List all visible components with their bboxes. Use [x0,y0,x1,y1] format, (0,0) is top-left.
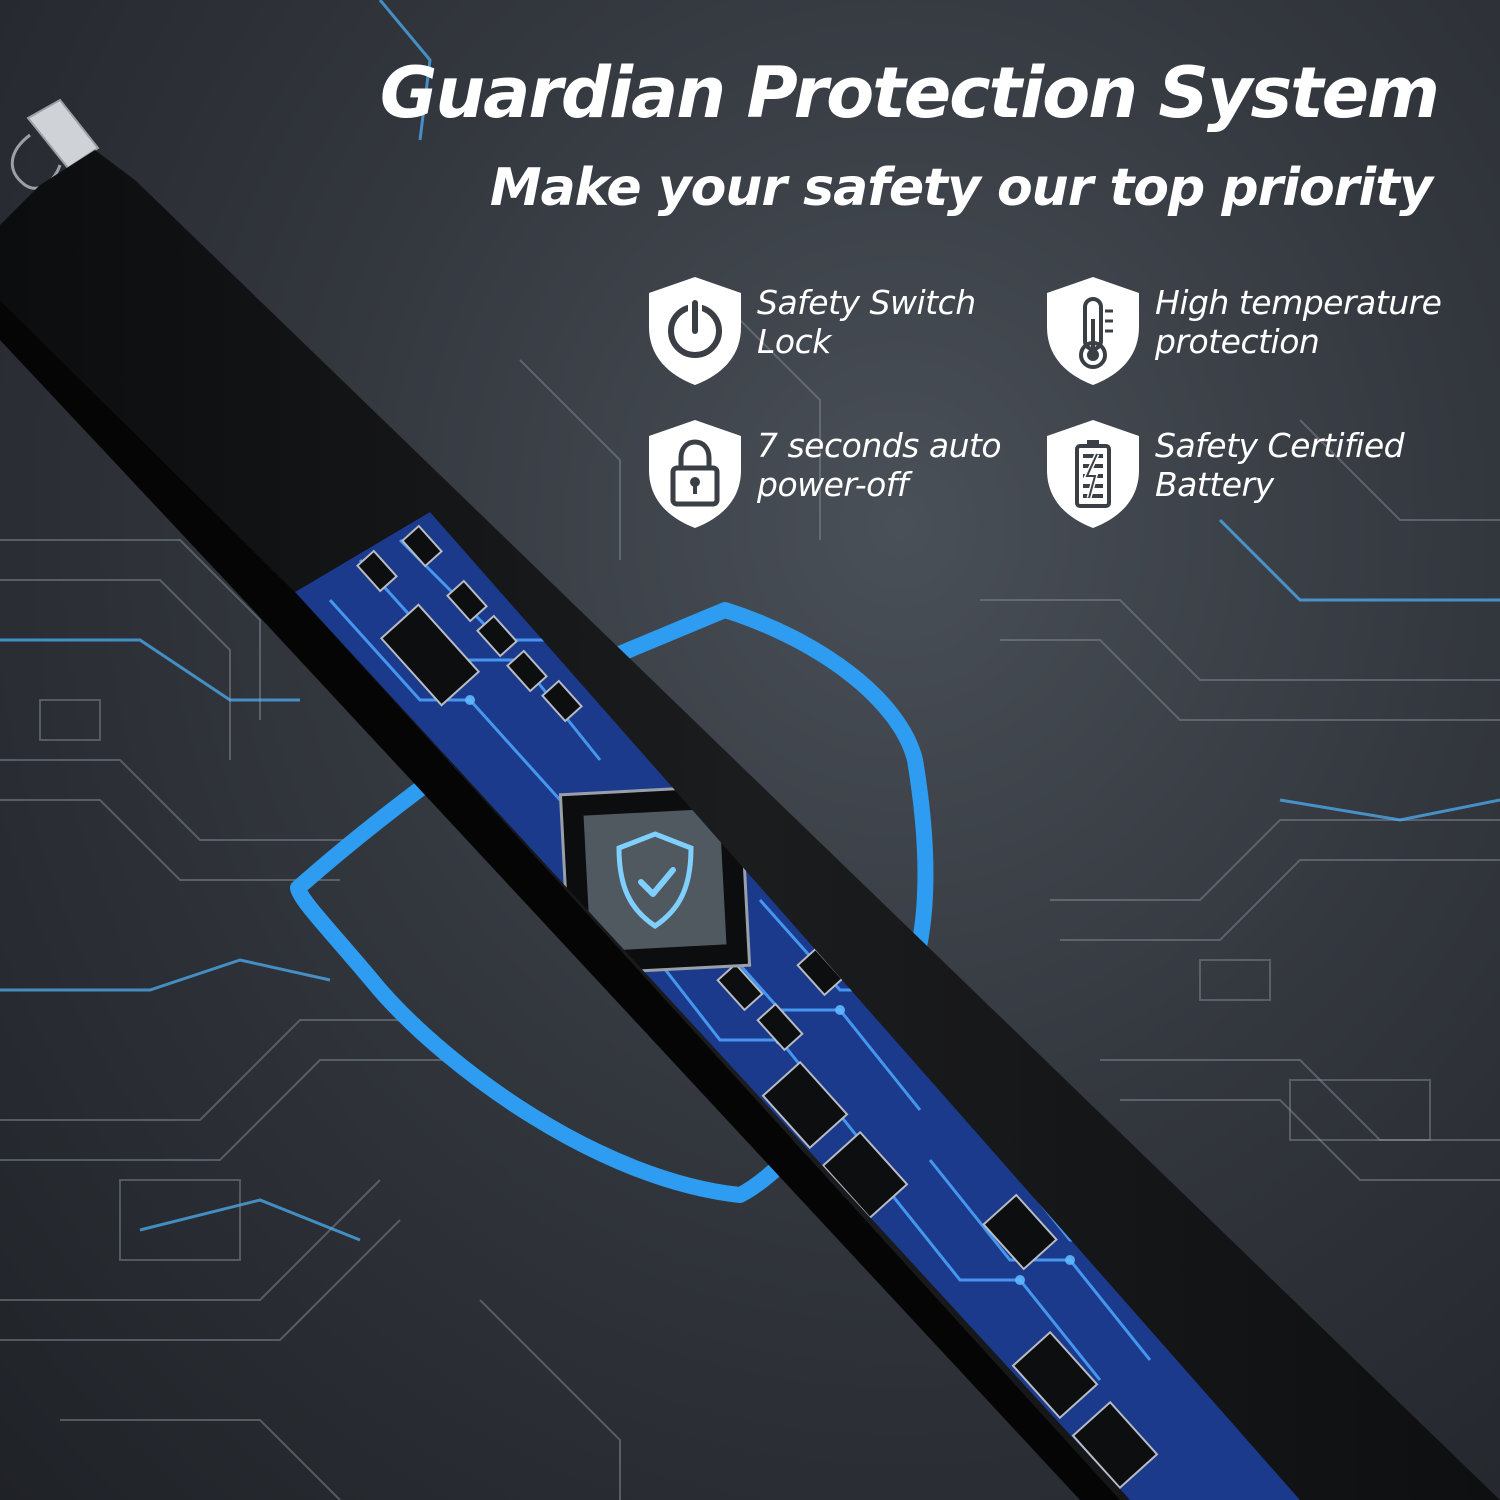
feature-label: Safety Switch Lock [757,283,976,361]
power-icon [649,277,741,385]
battery-icon [1047,420,1139,528]
padlock-icon [649,420,741,528]
feature-label: 7 seconds auto power-off [757,426,1002,504]
page-subtitle: Make your safety our top priority [489,158,1433,218]
feature-safety-certified-battery: Safety Certified Battery [1043,418,1483,538]
circuit-board-window [295,512,1300,1500]
circuit-traces-glow [0,0,1500,1242]
feature-auto-power-off: 7 seconds auto power-off [645,418,1085,538]
circuit-traces-background [0,279,1500,1500]
feature-high-temperature-protection: High temperature protection [1043,275,1493,395]
page-title: Guardian Protection System [379,52,1440,134]
device-body-edge [0,300,1120,1500]
device-metal-tip [26,98,100,170]
feature-label: High temperature protection [1155,283,1442,361]
feature-label: Safety Certified Battery [1155,426,1405,504]
device-body [0,150,1500,1500]
chip-outlines-background [39,699,1431,1261]
feature-safety-switch-lock: Safety Switch Lock [645,275,1085,395]
thermometer-icon [1047,277,1139,385]
shield-chip [558,783,752,977]
